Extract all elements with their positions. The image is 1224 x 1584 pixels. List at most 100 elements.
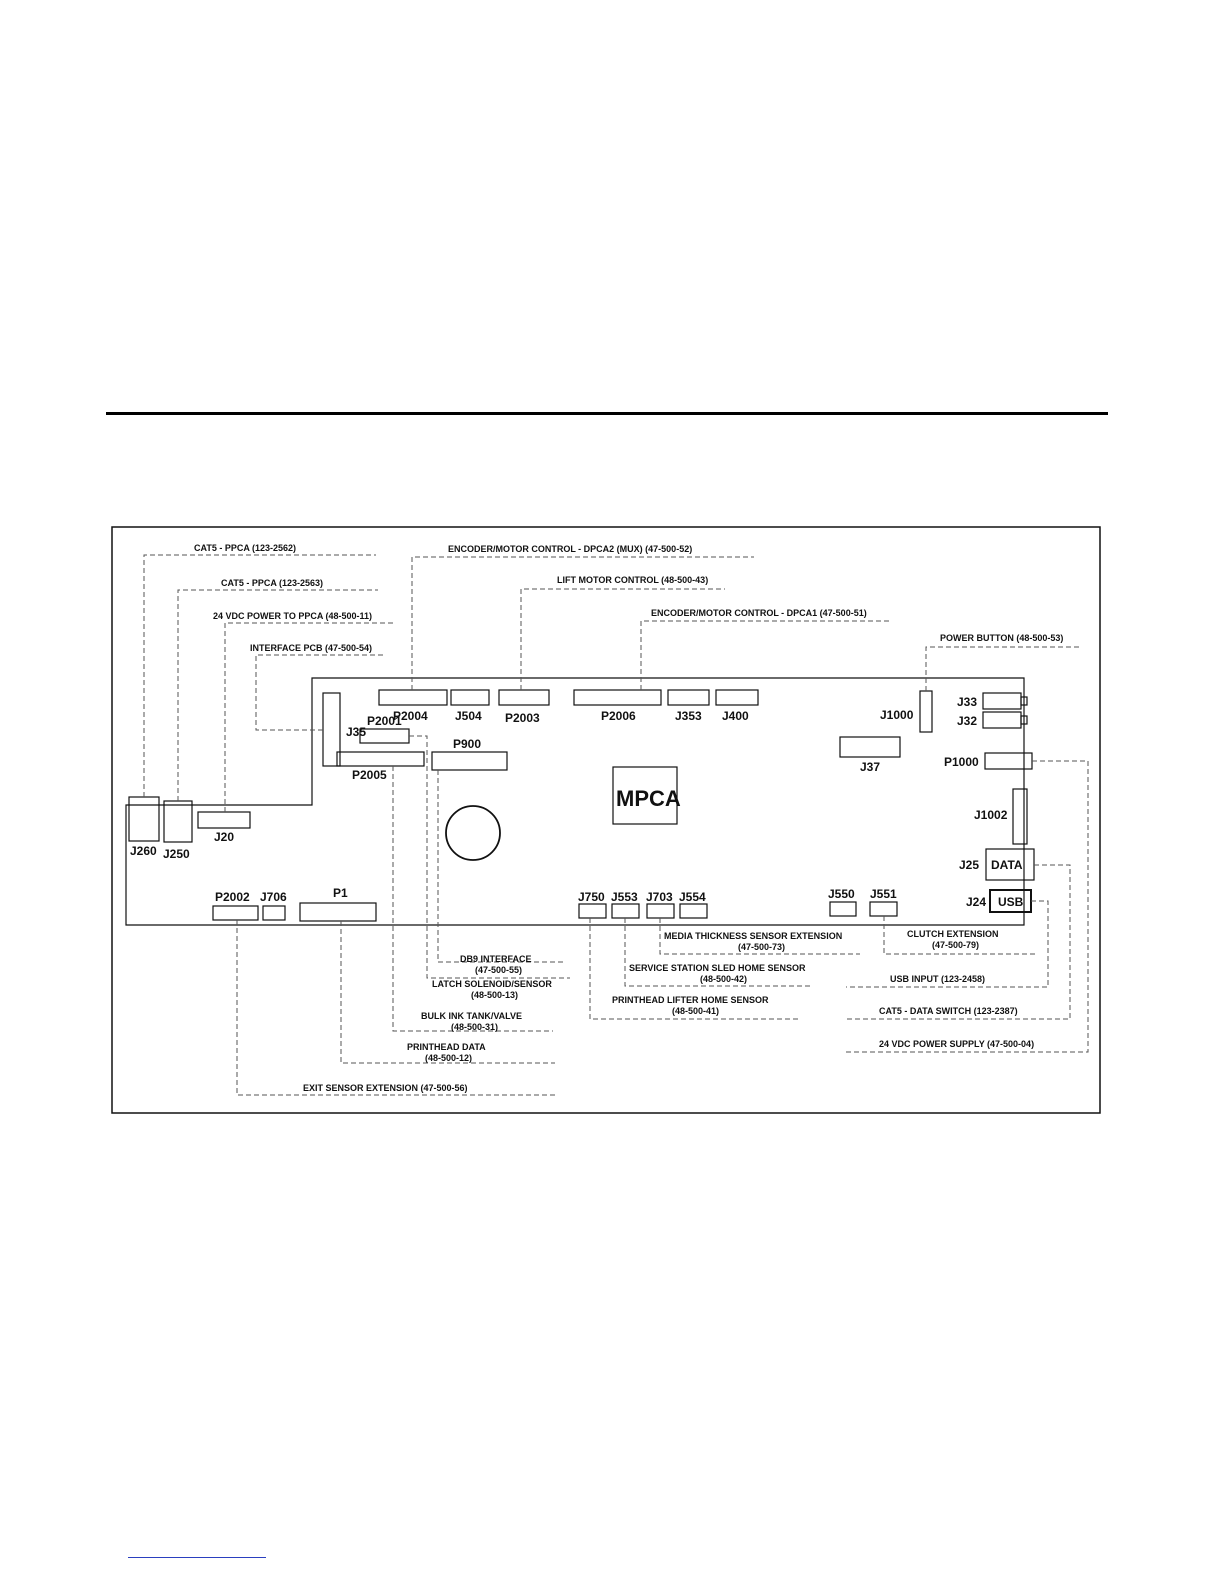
callout-cat5-data-switch: CAT5 - DATA SWITCH (123-2387) <box>879 1006 1018 1016</box>
label-j551: J551 <box>870 887 897 901</box>
connector-j551 <box>869 901 898 917</box>
label-j25: J25 <box>959 858 979 872</box>
connector-p2004 <box>378 689 448 706</box>
label-p2004: P2004 <box>393 709 428 723</box>
callout-encoder-dpca2: ENCODER/MOTOR CONTROL - DPCA2 (MUX) (47-… <box>448 544 692 554</box>
connector-j504 <box>450 689 490 706</box>
diagram-frame <box>111 526 1101 1114</box>
leader-db9 <box>437 770 566 963</box>
connector-p2002 <box>212 905 259 921</box>
label-p2006: P2006 <box>601 709 636 723</box>
label-j706: J706 <box>260 890 287 904</box>
connector-j703 <box>646 903 675 919</box>
horizontal-rule <box>106 412 1108 415</box>
label-p1000: P1000 <box>944 755 979 769</box>
label-p2005: P2005 <box>352 768 387 782</box>
leader-bulk-ink <box>392 766 553 1032</box>
callout-service-station: SERVICE STATION SLED HOME SENSOR <box>629 963 806 973</box>
connector-p2006 <box>573 689 662 706</box>
connector-j553 <box>611 903 640 919</box>
callout-latch-part: (48-500-13) <box>471 990 518 1000</box>
leader-usb-input <box>846 900 1049 988</box>
label-p2001: P2001 <box>367 714 402 728</box>
label-j550: J550 <box>828 887 855 901</box>
callout-encoder-dpca1: ENCODER/MOTOR CONTROL - DPCA1 (47-500-51… <box>651 608 867 618</box>
battery-circle <box>445 805 501 861</box>
label-j353: J353 <box>675 709 702 723</box>
leader-cat5-2562 <box>143 554 376 797</box>
callout-db9-part: (47-500-55) <box>475 965 522 975</box>
callout-24vdc-supply: 24 VDC POWER SUPPLY (47-500-04) <box>879 1039 1034 1049</box>
label-p1: P1 <box>333 886 348 900</box>
leader-encoder-dpca1 <box>640 620 892 690</box>
label-j32: J32 <box>957 714 977 728</box>
leader-lift-motor <box>520 588 725 690</box>
connector-j250 <box>163 800 193 843</box>
connector-j400 <box>715 689 759 706</box>
leader-exit-sensor <box>236 920 557 1096</box>
board-outline <box>125 677 1025 926</box>
callout-exit-sensor: EXIT SENSOR EXTENSION (47-500-56) <box>303 1083 468 1093</box>
label-j750: J750 <box>578 890 605 904</box>
leader-printhead-data <box>340 921 555 1064</box>
connector-j37 <box>839 736 901 758</box>
callout-clutch-part: (47-500-79) <box>932 940 979 950</box>
label-j20: J20 <box>214 830 234 844</box>
connector-j550 <box>829 901 857 917</box>
connector-p1000 <box>984 752 1033 770</box>
label-j37: J37 <box>860 760 880 774</box>
connector-j750 <box>578 903 607 919</box>
callout-printhead-data: PRINTHEAD DATA <box>407 1042 486 1052</box>
callout-labels: CAT5 - PPCA (123-2562) CAT5 - PPCA (123-… <box>194 543 1063 1093</box>
label-j553: J553 <box>611 890 638 904</box>
leader-power-button <box>925 646 1080 691</box>
leader-24vdc-ppca <box>224 622 393 812</box>
callout-latch: LATCH SOLENOID/SENSOR <box>432 979 552 989</box>
label-j35: J35 <box>346 725 366 739</box>
leader-lines <box>143 554 1089 1096</box>
connector-p2003 <box>498 689 550 706</box>
callout-cat5-ppca-2562: CAT5 - PPCA (123-2562) <box>194 543 296 553</box>
leader-printhead-lifter <box>589 918 799 1020</box>
leader-cat5-2563 <box>177 589 378 801</box>
connector-j1000 <box>919 690 933 733</box>
leader-24vdc-supply <box>846 760 1089 1053</box>
leader-cat5-data-switch <box>846 864 1071 1020</box>
connector-p2005 <box>336 751 425 767</box>
label-j260: J260 <box>130 844 157 858</box>
callout-interface-pcb: INTERFACE PCB (47-500-54) <box>250 643 372 653</box>
callout-printhead-lifter-part: (48-500-41) <box>672 1006 719 1016</box>
callout-power-button: POWER BUTTON (48-500-53) <box>940 633 1063 643</box>
label-j504: J504 <box>455 709 482 723</box>
connector-p1 <box>299 902 377 922</box>
callout-cat5-ppca-2563: CAT5 - PPCA (123-2563) <box>221 578 323 588</box>
connector-j32 <box>982 711 1022 729</box>
label-usb: USB <box>998 895 1024 909</box>
label-j554: J554 <box>679 890 706 904</box>
callout-printhead-data-part: (48-500-12) <box>425 1053 472 1063</box>
connector-j33 <box>982 692 1022 710</box>
leader-media-thickness <box>659 918 860 955</box>
callout-media-thickness: MEDIA THICKNESS SENSOR EXTENSION <box>664 931 842 941</box>
connector-j20 <box>197 811 251 829</box>
connector-j353 <box>667 689 710 706</box>
label-j703: J703 <box>646 890 673 904</box>
connector-j554 <box>679 903 708 919</box>
mpca-chip <box>612 766 678 825</box>
label-p900: P900 <box>453 737 481 751</box>
leader-service-station <box>624 918 812 987</box>
label-mpca: MPCA <box>616 786 681 811</box>
label-j1000: J1000 <box>880 708 914 722</box>
callout-24vdc-ppca: 24 VDC POWER TO PPCA (48-500-11) <box>213 611 372 621</box>
connector-j706 <box>262 905 286 921</box>
leader-latch <box>409 735 570 979</box>
leader-interface-pcb <box>255 654 386 731</box>
leader-clutch <box>883 916 1036 955</box>
label-j400: J400 <box>722 709 749 723</box>
callout-bulk-ink-part: (48-500-31) <box>451 1022 498 1032</box>
connector-labels: J260 J250 J20 J35 P2004 J504 P2003 P2006… <box>130 695 1024 909</box>
callout-service-station-part: (48-500-42) <box>700 974 747 984</box>
connector-j260 <box>128 796 160 842</box>
connector-j33-tab <box>1020 696 1028 706</box>
